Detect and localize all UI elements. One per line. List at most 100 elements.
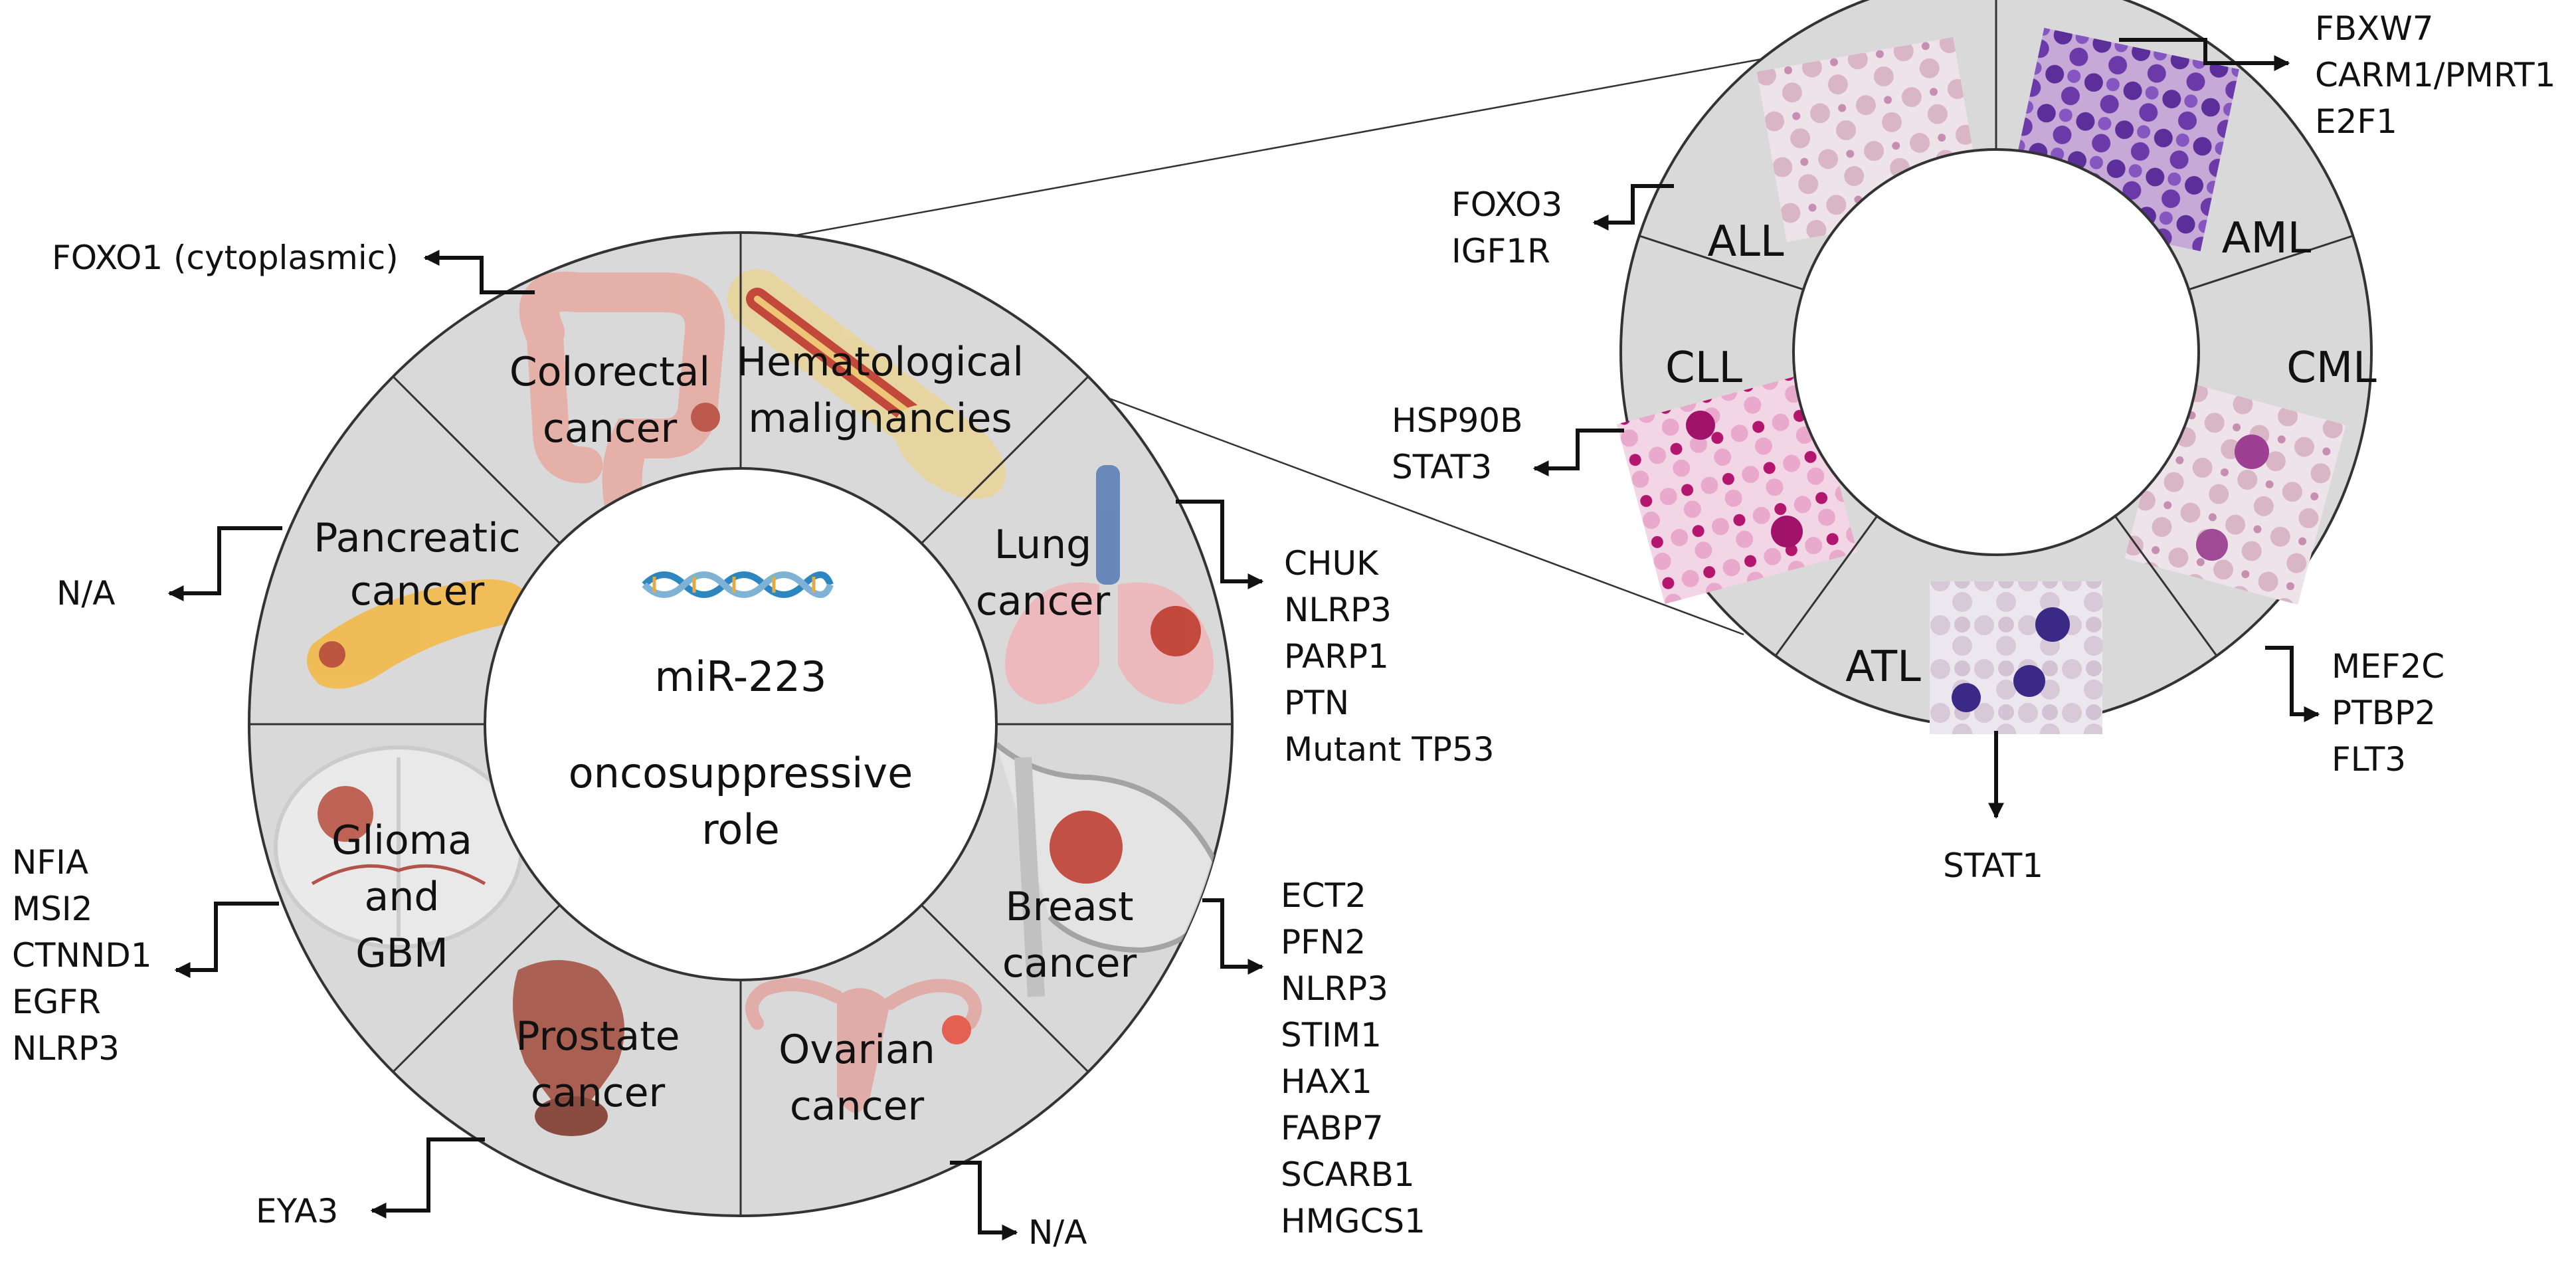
target-prostate-1: EYA3 — [256, 1192, 338, 1230]
segment-prostate: Prostate cancer — [515, 1013, 680, 1116]
smear-cll — [1616, 372, 1858, 605]
target-glioma-4: EGFR — [12, 983, 101, 1021]
target-pancreatic-1: N/A — [56, 574, 115, 613]
connector-colorectal — [423, 250, 535, 294]
target-glioma-5: NLRP3 — [12, 1029, 120, 1068]
zoom-line-bottom — [1079, 386, 1744, 636]
segment-pancreatic: Pancreatic cancer — [314, 515, 520, 615]
center-subtitle-line1: oncosuppressive — [569, 749, 913, 797]
target-glioma-1: NFIA — [12, 843, 88, 882]
segment-colorectal-label-1: Colorectal — [509, 349, 710, 395]
divider-4 — [913, 897, 1089, 1073]
segment-hematological: Hematological malignancies — [737, 339, 1024, 442]
target-lung-5: Mutant TP53 — [1284, 730, 1495, 769]
divider-6 — [392, 897, 568, 1073]
segment-prostate-label-1: Prostate — [515, 1013, 680, 1060]
connector-aml — [2119, 38, 2290, 71]
connector-all — [1592, 184, 1674, 231]
segment-prostate-label-2: cancer — [531, 1070, 666, 1116]
heme-ring — [1616, 0, 2373, 734]
target-breast-1: ECT2 — [1281, 876, 1366, 915]
target-breast-6: FABP7 — [1281, 1109, 1384, 1147]
pancreas-icon — [307, 579, 526, 689]
target-ovarian-1: N/A — [1028, 1213, 1087, 1252]
target-aml-1: FBXW7 — [2315, 9, 2434, 48]
segment-breast-label-2: cancer — [1002, 940, 1137, 987]
target-breast-3: NLRP3 — [1281, 969, 1388, 1008]
connector-ovarian — [950, 1161, 1018, 1240]
lungs-icon — [1005, 465, 1214, 704]
segment-pancreatic-label-2: cancer — [350, 568, 485, 615]
target-breast-2: PFN2 — [1281, 923, 1366, 961]
zoom-line-top — [730, 40, 1861, 248]
target-list-cll: HSP90B STAT3 — [1392, 401, 1522, 486]
segment-breast: Breast cancer — [1002, 884, 1137, 987]
target-list-glioma: NFIA MSI2 CTNND1 EGFR NLRP3 — [12, 843, 152, 1068]
segment-ovarian-label-1: Ovarian — [779, 1026, 935, 1073]
segment-breast-label-1: Breast — [1006, 884, 1134, 930]
colon-icon — [519, 271, 725, 525]
target-breast-7: SCARB1 — [1281, 1155, 1415, 1194]
heme-label-atl: ATL — [1845, 642, 1921, 692]
target-lung-3: PARP1 — [1284, 637, 1389, 676]
target-atl-1: STAT1 — [1943, 846, 2043, 885]
divider-8 — [392, 375, 568, 551]
target-all-1: FOXO3 — [1451, 185, 1562, 224]
segment-glioma-label-2: and — [365, 874, 440, 920]
target-glioma-2: MSI2 — [12, 890, 92, 928]
dna-helix-icon — [642, 571, 834, 598]
target-colorectal-1: FOXO1 (cytoplasmic) — [52, 239, 399, 277]
center-title: miR-223 — [655, 652, 827, 701]
uterus-icon — [745, 978, 982, 1113]
target-list-all: FOXO3 IGF1R — [1451, 185, 1562, 270]
segment-colorectal-label-2: cancer — [543, 405, 678, 452]
divider-2 — [913, 375, 1089, 551]
target-glioma-3: CTNND1 — [12, 936, 152, 975]
segment-hematological-label-1: Hematological — [737, 339, 1024, 385]
connector-glioma — [174, 902, 279, 978]
segment-ovarian: Ovarian cancer — [779, 1026, 935, 1129]
smear-atl — [1930, 581, 2102, 734]
target-cml-3: FLT3 — [2332, 740, 2406, 779]
heme-label-cll: CLL — [1665, 343, 1742, 393]
target-list-aml: FBXW7 CARM1/PMRT1 E2F1 — [2315, 9, 2555, 141]
connector-pancreatic — [167, 526, 282, 601]
bladder-prostate-icon — [513, 960, 624, 1136]
connector-lung — [1176, 500, 1264, 589]
target-lung-4: PTN — [1284, 684, 1349, 722]
segment-hematological-label-2: malignancies — [748, 395, 1012, 442]
target-cml-1: MEF2C — [2332, 647, 2444, 686]
target-list-lung: CHUK NLRP3 PARP1 PTN Mutant TP53 — [1284, 544, 1495, 769]
target-lung-2: NLRP3 — [1284, 591, 1392, 629]
segment-lung-label-2: cancer — [976, 578, 1111, 625]
target-cml-2: PTBP2 — [2332, 694, 2436, 732]
target-cll-1: HSP90B — [1392, 401, 1522, 440]
segment-glioma-label-3: GBM — [355, 930, 448, 977]
segment-pancreatic-label-1: Pancreatic — [314, 515, 520, 561]
heme-label-aml: AML — [2222, 214, 2312, 263]
target-lung-1: CHUK — [1284, 544, 1379, 583]
heme-ring-hub — [1792, 148, 2200, 556]
target-breast-8: HMGCS1 — [1281, 1202, 1426, 1240]
connector-cml — [2265, 646, 2320, 722]
target-all-2: IGF1R — [1451, 232, 1550, 270]
target-aml-3: E2F1 — [2315, 102, 2397, 141]
connector-breast — [1202, 898, 1264, 975]
target-list-cml: MEF2C PTBP2 FLT3 — [2332, 647, 2444, 779]
segment-lung-label-1: Lung — [994, 522, 1092, 568]
main-ring — [248, 231, 1234, 1217]
target-cll-2: STAT3 — [1392, 448, 1492, 486]
segment-glioma-label-1: Glioma — [331, 817, 472, 864]
main-ring-hub — [484, 467, 998, 981]
connector-prostate — [370, 1137, 485, 1219]
connector-cll — [1532, 429, 1624, 476]
target-aml-2: CARM1/PMRT1 — [2315, 56, 2555, 94]
brain-icon — [274, 745, 523, 949]
segment-colorectal: Colorectal cancer — [509, 349, 710, 452]
segment-ovarian-label-2: cancer — [790, 1083, 925, 1129]
center-subtitle-line2: role — [701, 805, 779, 854]
target-list-breast: ECT2 PFN2 NLRP3 STIM1 HAX1 FABP7 SCARB1 … — [1281, 876, 1426, 1240]
heme-label-all: ALL — [1707, 217, 1784, 266]
